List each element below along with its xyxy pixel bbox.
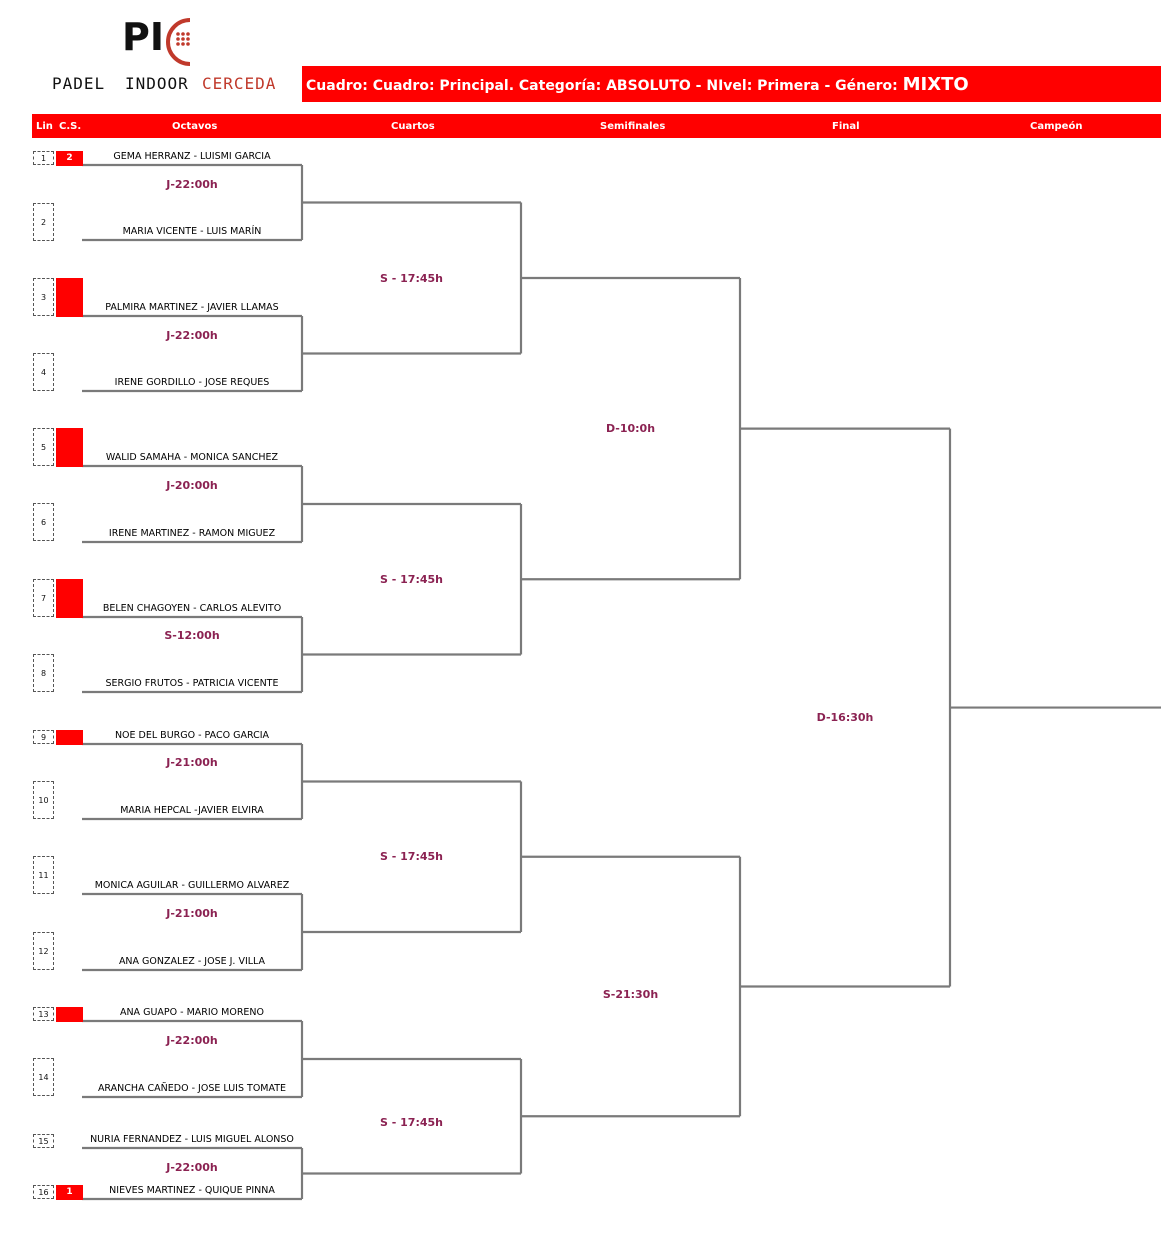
cuartos-match-time: S - 17:45h <box>380 272 443 285</box>
player-pair: SERGIO FRUTOS - PATRICIA VICENTE <box>105 678 279 689</box>
seed-badge <box>56 579 83 618</box>
lin-number-box: 5 <box>33 428 54 466</box>
player-pair: IRENE GORDILLO - JOSE REQUES <box>114 377 270 388</box>
lin-number-box: 1 <box>33 151 54 165</box>
logo-word-cerceda: CERCEDA <box>202 74 277 93</box>
header-lin: Lin <box>36 121 53 132</box>
logo-word-padel: PADEL <box>52 74 106 93</box>
lin-number-box: 4 <box>33 353 54 391</box>
seed-badge <box>56 730 83 745</box>
octavos-match-time: J-22:00h <box>166 178 218 191</box>
player-pair: ANA GUAPO - MARIO MORENO <box>119 1007 265 1018</box>
lin-number-box: 14 <box>33 1058 54 1096</box>
octavos-match-time: J-22:00h <box>166 1034 218 1047</box>
draw-title-bar: Cuadro: Cuadro: Principal. Categoría: AB… <box>302 66 1161 102</box>
player-pair: BELEN CHAGOYEN - CARLOS ALEVITO <box>102 603 282 614</box>
final-match-time: D-16:30h <box>816 711 874 724</box>
player-pair: IRENE MARTINEZ - RAMON MIGUEZ <box>108 528 276 539</box>
octavos-match-time: J-21:00h <box>166 756 218 769</box>
header-cs: C.S. <box>59 121 82 132</box>
header-octavos: Octavos <box>172 121 218 132</box>
header-final: Final <box>832 121 860 132</box>
header-campeon: Campeón <box>1030 121 1083 132</box>
lin-number-box: 10 <box>33 781 54 819</box>
seed-badge: 1 <box>56 1185 83 1200</box>
lin-number-box: 9 <box>33 730 54 744</box>
player-pair: ARANCHA CAÑEDO - JOSE LUIS TOMATE <box>97 1083 287 1094</box>
player-pair: ANA GONZALEZ - JOSE J. VILLA <box>118 956 266 967</box>
player-pair: NIEVES MARTINEZ - QUIQUE PINNA <box>109 1185 275 1196</box>
octavos-match-time: J-22:00h <box>166 1161 218 1174</box>
cuartos-match-time: S - 17:45h <box>380 850 443 863</box>
player-pair: MARIA VICENTE - LUIS MARÍN <box>122 226 262 237</box>
header-semifinales: Semifinales <box>600 121 666 132</box>
seed-badge <box>56 1007 83 1022</box>
semifinal-match-time: D-10:0h <box>605 422 656 435</box>
lin-number-box: 13 <box>33 1007 54 1021</box>
seed-badge <box>56 428 83 467</box>
semifinal-match-time: S-21:30h <box>602 988 659 1001</box>
player-pair: MARIA HEPCAL -JAVIER ELVIRA <box>120 805 264 816</box>
draw-title-prefix: Cuadro: Cuadro: Principal. Categoría: AB… <box>306 78 898 94</box>
lin-number-box: 6 <box>33 503 54 541</box>
player-pair: NURIA FERNANDEZ - LUIS MIGUEL ALONSO <box>90 1134 294 1145</box>
lin-number-box: 11 <box>33 856 54 894</box>
seed-badge <box>56 278 83 317</box>
cuartos-match-time: S - 17:45h <box>380 1116 443 1129</box>
lin-number-box: 16 <box>33 1185 54 1199</box>
logo-word-indoor: INDOOR <box>125 74 189 93</box>
lin-number-box: 2 <box>33 203 54 241</box>
draw-title-gender: MIXTO <box>902 74 969 95</box>
player-pair: WALID SAMAHA - MONICA SANCHEZ <box>105 452 279 463</box>
player-pair: PALMIRA MARTINEZ - JAVIER LLAMAS <box>105 302 279 313</box>
octavos-match-time: J-22:00h <box>166 329 218 342</box>
column-header-bar: Lin C.S. Octavos Cuartos Semifinales Fin… <box>32 114 1161 138</box>
player-pair: MONICA AGUILAR - GUILLERMO ALVAREZ <box>94 880 290 891</box>
octavos-match-time: J-20:00h <box>166 479 218 492</box>
seed-badge: 2 <box>56 151 83 166</box>
lin-number-box: 15 <box>33 1134 54 1148</box>
lin-number-box: 7 <box>33 579 54 617</box>
header-cuartos: Cuartos <box>391 121 435 132</box>
octavos-match-time: S-12:00h <box>164 629 220 642</box>
player-pair: GEMA HERRANZ - LUISMI GARCIA <box>113 151 271 162</box>
logo-mark-text: PI <box>122 15 164 59</box>
octavos-match-time: J-21:00h <box>166 907 218 920</box>
logo-mark-icon: PI <box>122 15 191 66</box>
lin-number-box: 8 <box>33 654 54 692</box>
player-pair: NOE DEL BURGO - PACO GARCIA <box>114 730 270 741</box>
lin-number-box: 3 <box>33 278 54 316</box>
cuartos-match-time: S - 17:45h <box>380 573 443 586</box>
lin-number-box: 12 <box>33 932 54 970</box>
